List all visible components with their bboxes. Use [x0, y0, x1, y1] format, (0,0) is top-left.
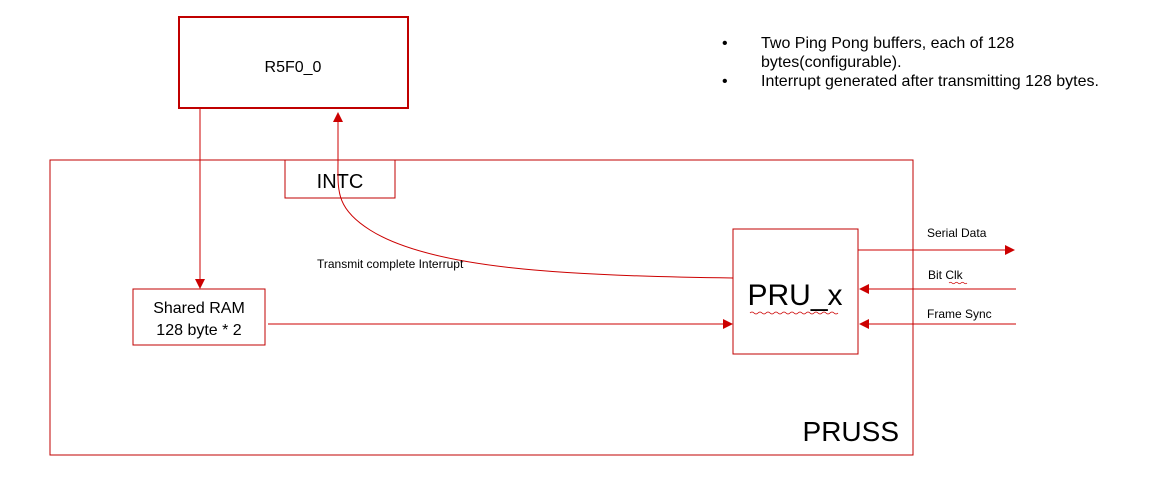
pruss-label: PRUSS — [803, 416, 899, 447]
note-text-line2: bytes(configurable). — [761, 54, 902, 71]
intc-label: INTC — [317, 171, 364, 193]
bullet-icon: • — [722, 73, 728, 90]
note-item: • Interrupt generated after transmitting… — [722, 72, 1162, 91]
note-item: • Two Ping Pong buffers, each of 128 byt… — [722, 34, 1162, 72]
bit-clk-spellcheck-squiggle — [948, 281, 968, 285]
pru-core-block — [732, 228, 859, 355]
r5f-core-block — [178, 16, 409, 109]
note-text-line1: Two Ping Pong buffers, each of 128 — [761, 35, 1015, 52]
notes-list: • Two Ping Pong buffers, each of 128 byt… — [722, 34, 1162, 91]
pru-label-spellcheck-squiggle — [749, 311, 839, 315]
r5f-core-label: R5F0_0 — [265, 59, 322, 76]
interrupt-path-arrow — [333, 112, 734, 279]
frame-sync-label: Frame Sync — [927, 307, 992, 321]
serial-data-label: Serial Data — [927, 226, 987, 240]
note-text-line1: Interrupt generated after transmitting 1… — [761, 73, 1099, 90]
bullet-icon: • — [722, 35, 728, 52]
shared-ram-block — [132, 288, 266, 346]
bit-clk-label: Bit Clk — [928, 268, 964, 282]
shared-ram-label-line2: 128 byte * 2 — [156, 322, 242, 339]
shared-ram-label-line1: Shared RAM — [153, 300, 245, 317]
pruss-container — [49, 159, 914, 456]
interrupt-label: Transmit complete Interrupt — [317, 257, 464, 271]
intc-block — [284, 159, 396, 199]
pru-core-label: PRU_x — [747, 279, 842, 312]
